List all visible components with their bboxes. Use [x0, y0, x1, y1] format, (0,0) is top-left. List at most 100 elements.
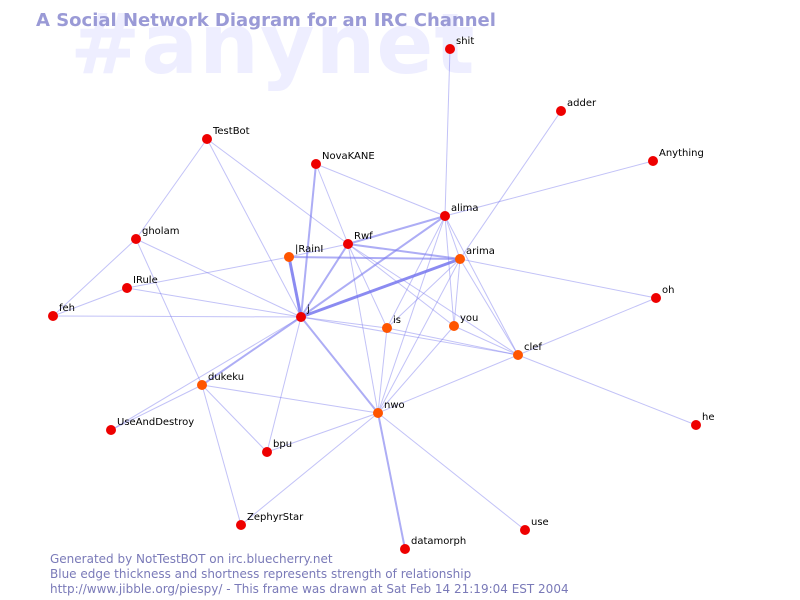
node-dot-is [382, 323, 392, 333]
edge-j-IRule [126, 287, 302, 318]
edge-arima-adder [459, 110, 562, 260]
node-oh: oh [651, 285, 674, 303]
edge-Rwf-nwo [347, 243, 379, 414]
node-clef: clef [513, 342, 542, 360]
node-label-nwo: nwo [384, 400, 405, 411]
node-label-RainI: |RainI [295, 244, 323, 255]
edge-arima-oh [459, 258, 657, 299]
edge-nwo-is [377, 327, 388, 414]
edge-j-clef [300, 316, 519, 356]
node-label-he: he [702, 412, 715, 423]
node-Anything: Anything [648, 148, 704, 166]
node-dot-oh [651, 293, 661, 303]
edge-dukeku-ZephyrStar [201, 384, 242, 526]
node-IRule: IRule [122, 275, 158, 293]
node-label-alima: alima [451, 203, 479, 214]
edge-j-NovaKANE [300, 163, 317, 318]
edge-nwo-clef [377, 354, 519, 414]
node-shit: shit [445, 36, 474, 54]
node-ZephyrStar: ZephyrStar [236, 512, 304, 530]
node-arima: arima [455, 246, 495, 264]
node-dot-IRule [122, 283, 132, 293]
node-label-shit: shit [456, 36, 474, 47]
node-dot-he [691, 420, 701, 430]
edge-alima-NovaKANE [315, 163, 446, 217]
edge-nwo-bpu [266, 412, 379, 453]
node-dot-RainI [284, 252, 294, 262]
edge-arima-clef [459, 258, 519, 356]
edge-arima-nwo [377, 258, 461, 414]
edge-is-clef [386, 327, 519, 356]
node-TestBot: TestBot [202, 126, 250, 144]
edge-j-nwo [300, 316, 379, 414]
node-use: use [520, 517, 549, 535]
node-he: he [691, 412, 715, 430]
node-label-you: you [460, 313, 478, 324]
edge-j-arima [300, 257, 461, 319]
edge-you-clef [453, 325, 519, 356]
node-datamorph: datamorph [400, 536, 466, 554]
edges-layer [52, 48, 697, 550]
edge-alima-arima [444, 215, 461, 260]
node-dot-shit [445, 44, 455, 54]
node-nwo: nwo [373, 400, 405, 418]
node-dot-gholam [131, 234, 141, 244]
node-RainI: |RainI [284, 244, 323, 262]
node-dot-clef [513, 350, 523, 360]
edge-clef-he [517, 354, 697, 426]
edge-clef-oh [517, 297, 657, 356]
node-adder: adder [556, 98, 597, 116]
node-you: you [449, 313, 478, 331]
edge-nwo-use [377, 412, 526, 531]
edge-nwo-ZephyrStar [240, 412, 379, 526]
edge-j-is [300, 316, 388, 329]
node-dukeku: dukeku [197, 372, 244, 390]
node-dot-j [296, 312, 306, 322]
node-label-TestBot: TestBot [212, 126, 250, 137]
node-label-datamorph: datamorph [411, 536, 466, 547]
node-label-is: is [393, 315, 401, 326]
edge-Rwf-NovaKANE [315, 163, 349, 245]
node-label-adder: adder [567, 98, 597, 109]
edge-j-alima [300, 215, 446, 318]
edge-TestBot-gholam [135, 138, 208, 240]
node-label-feh: feh [59, 303, 75, 314]
edge-alima-Anything [444, 160, 654, 217]
edge-j-dukeku [201, 316, 302, 386]
node-label-Anything: Anything [659, 148, 704, 159]
edge-alima-you [444, 215, 455, 327]
edge-j-gholam [135, 238, 302, 318]
edge-gholam-feh [52, 238, 137, 317]
edge-RainI-IRule [126, 256, 290, 289]
node-feh: feh [48, 303, 75, 321]
edge-dukeku-nwo [201, 384, 379, 414]
node-dot-Anything [648, 156, 658, 166]
edge-gholam-dukeku [135, 238, 203, 386]
edge-alima-clef [444, 215, 519, 356]
node-label-arima: arima [466, 246, 495, 257]
footer-generated-by: Generated by NotTestBOT on irc.bluecherr… [50, 552, 333, 566]
node-dot-adder [556, 106, 566, 116]
channel-watermark: #anynet [70, 0, 476, 93]
node-label-IRule: IRule [133, 275, 158, 286]
node-alima: alima [440, 203, 479, 221]
node-dot-nwo [373, 408, 383, 418]
edge-alima-is [386, 215, 446, 329]
node-UseAndDestroy: UseAndDestroy [106, 417, 194, 435]
node-bpu: bpu [262, 439, 292, 457]
edge-nwo-datamorph [377, 412, 406, 550]
edge-j-TestBot [206, 138, 302, 318]
edge-j-RainI [287, 256, 303, 318]
node-dot-arima [455, 254, 465, 264]
node-label-UseAndDestroy: UseAndDestroy [117, 417, 194, 428]
edge-dukeku-bpu [201, 384, 268, 453]
node-dot-you [449, 321, 459, 331]
edge-arima-you [453, 258, 461, 327]
node-label-dukeku: dukeku [208, 372, 244, 383]
node-dot-dukeku [197, 380, 207, 390]
node-j: j [296, 304, 310, 322]
edge-IRule-feh [52, 287, 128, 317]
node-dot-Rwf [343, 239, 353, 249]
edge-RainI-arima [288, 256, 461, 260]
node-dot-ZephyrStar [236, 520, 246, 530]
